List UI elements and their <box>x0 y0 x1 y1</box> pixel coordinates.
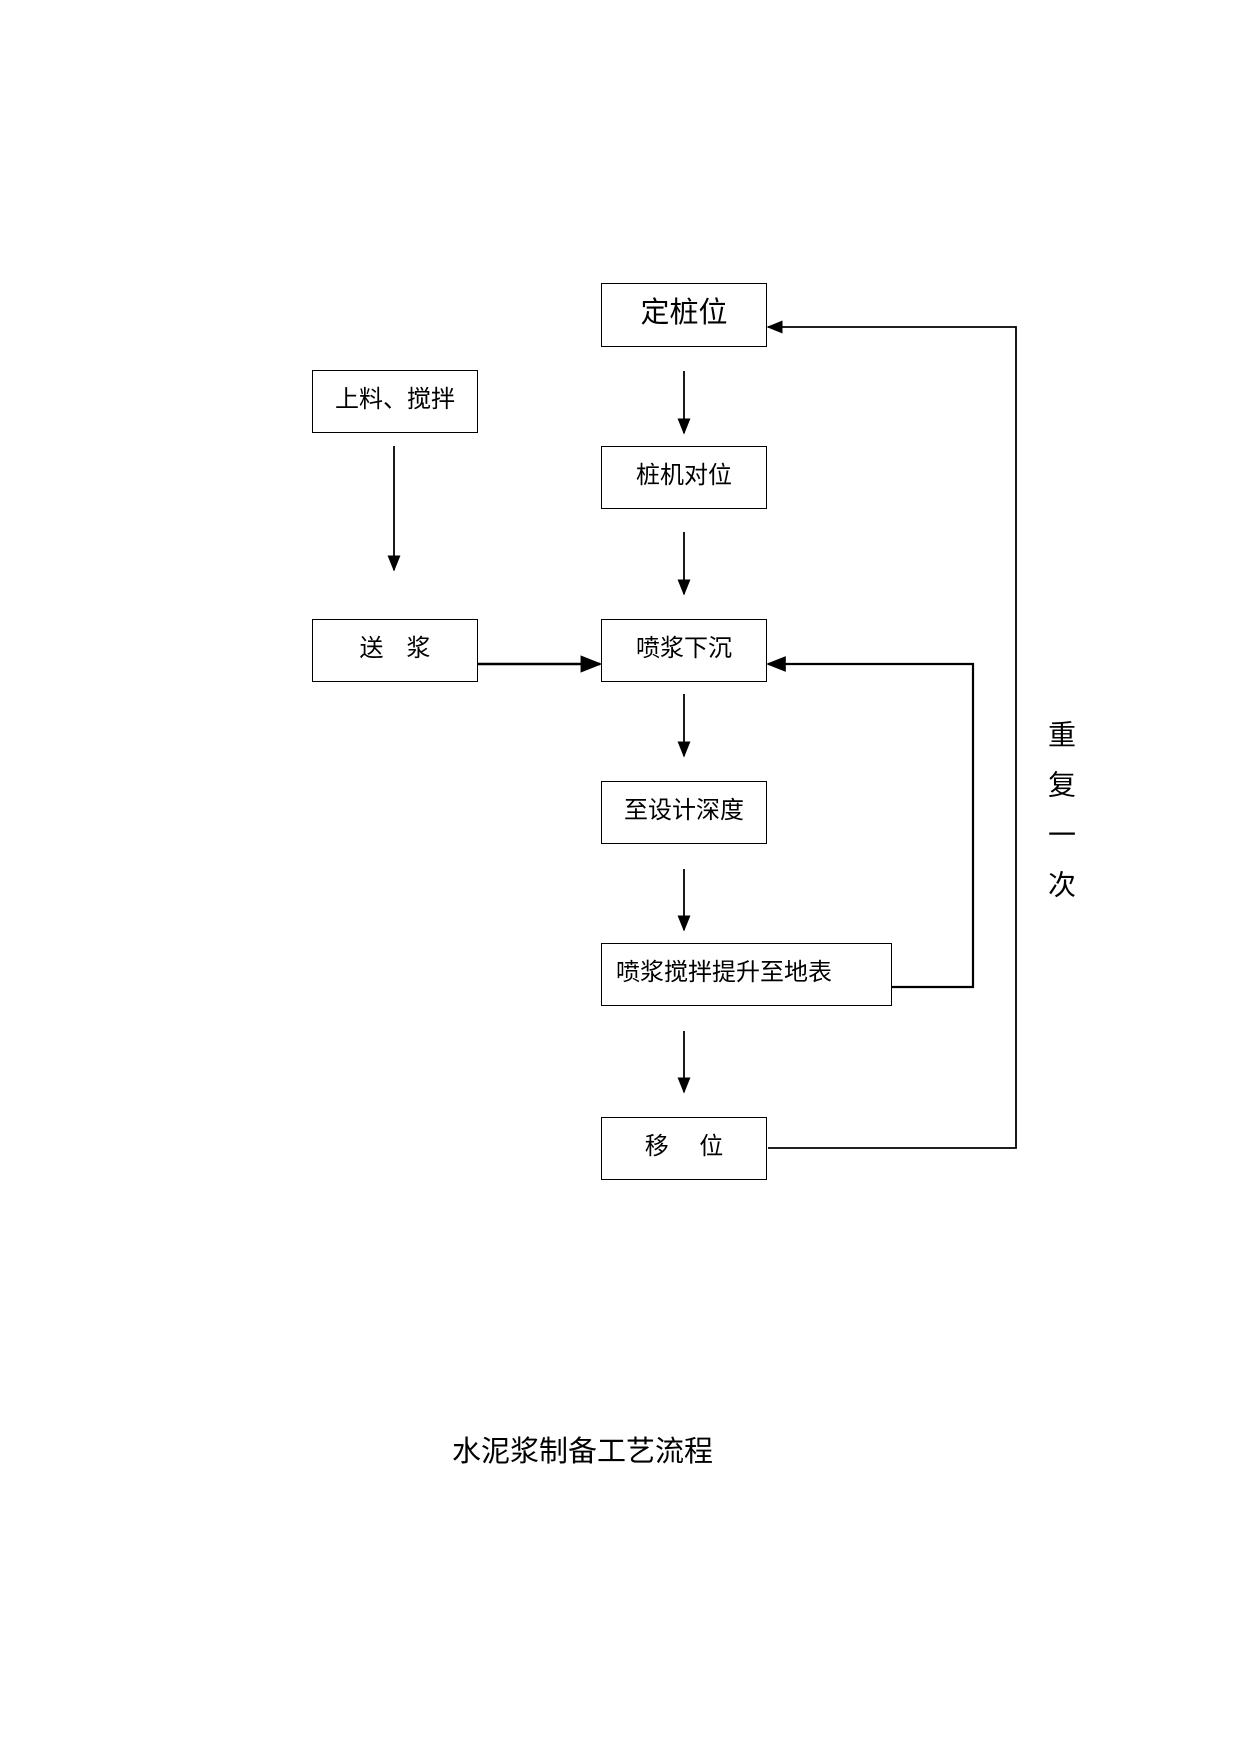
node-yi-wei: 移 位 <box>601 1117 767 1180</box>
node-ding-zhuang-wei: 定桩位 <box>601 283 767 347</box>
node-zhi-she-ji-shen-du: 至设计深度 <box>601 781 767 844</box>
node-zhuang-ji-dui-wei: 桩机对位 <box>601 446 767 509</box>
node-song-jiang: 送 浆 <box>312 619 478 682</box>
node-pen-jiang-xia-chen: 喷浆下沉 <box>601 619 767 682</box>
node-shang-liao-jiao-ban: 上料、搅拌 <box>312 370 478 433</box>
node-pen-jiang-ti-sheng: 喷浆搅拌提升至地表 <box>601 943 892 1006</box>
diagram-caption: 水泥浆制备工艺流程 <box>452 1434 714 1468</box>
loop-yiwei-to-dingzhuangwei <box>766 320 1017 1149</box>
loop-label: 重复一次 <box>1044 720 1077 920</box>
loop-tisheng-to-penjiang <box>766 656 975 989</box>
